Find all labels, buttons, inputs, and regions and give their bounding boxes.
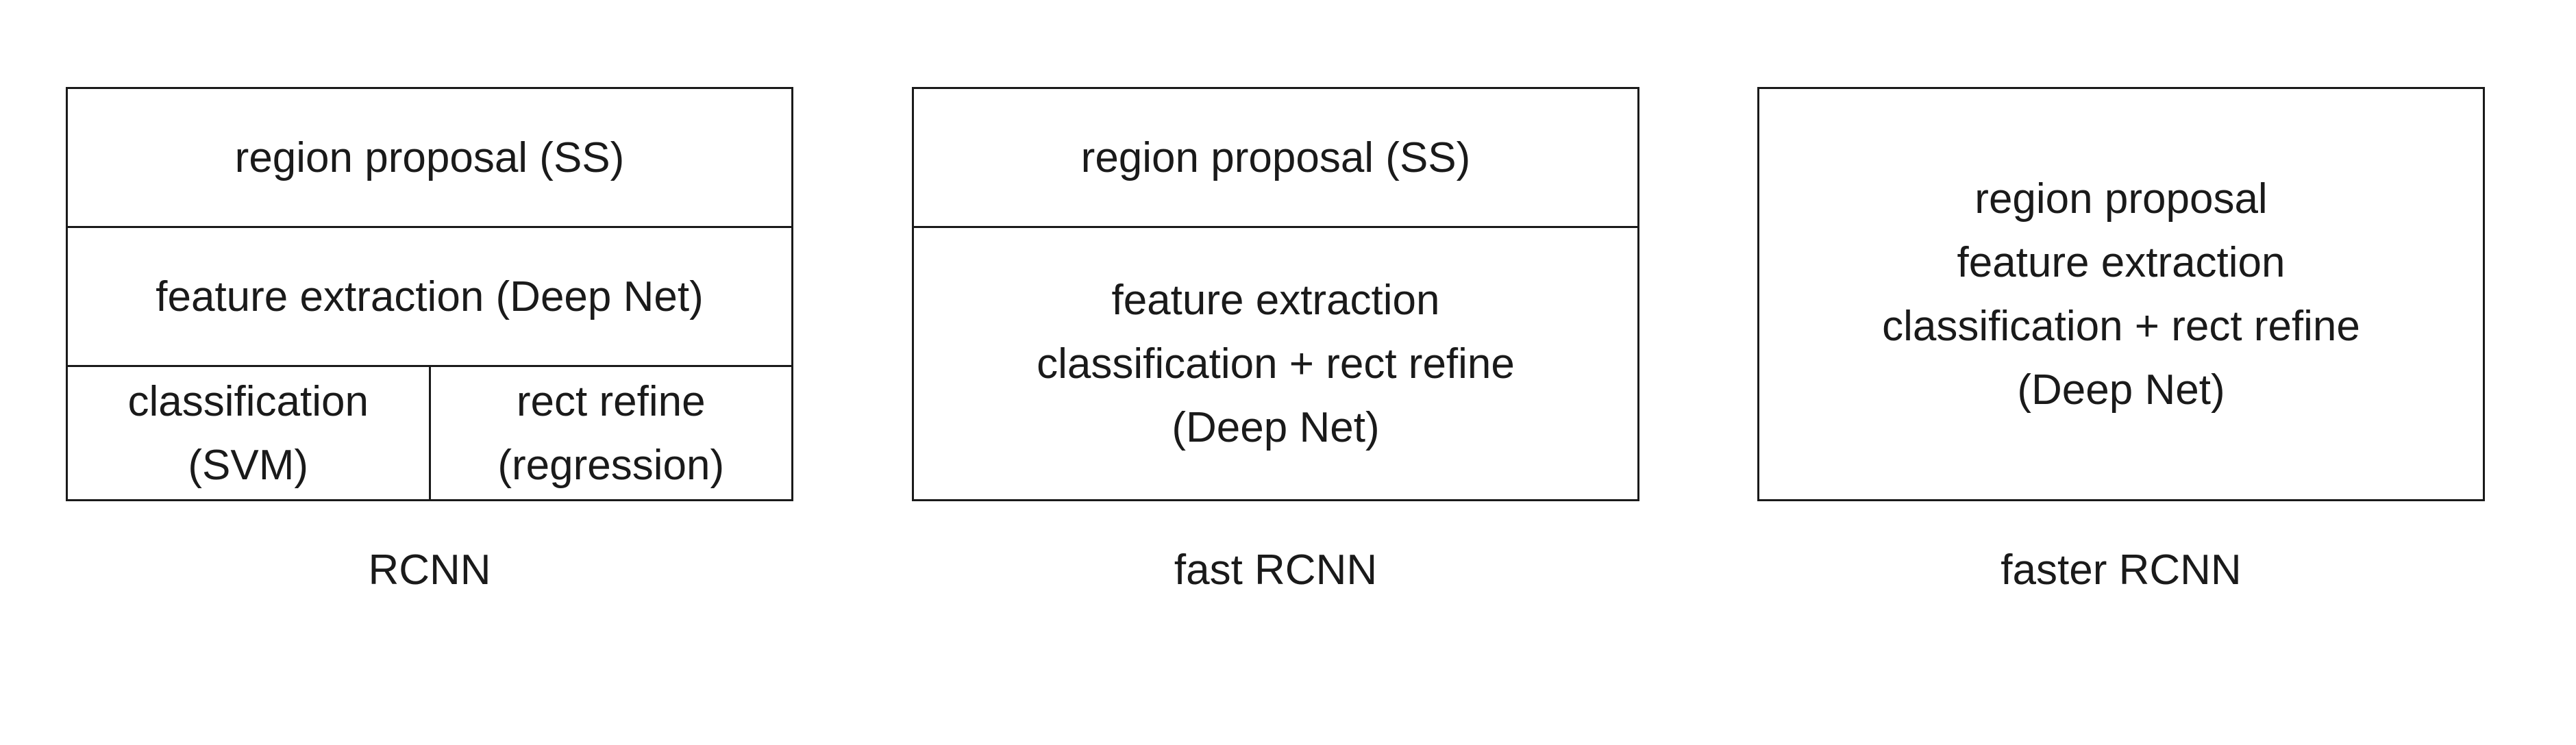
faster-rcnn-body-line-2: feature extraction [1957,238,2286,286]
faster-rcnn-body-line-3: classification + rect refine [1882,302,2360,350]
rcnn-classification-line-2: (SVM) [188,441,309,489]
faster-rcnn-caption: faster RCNN [2001,546,2242,594]
fast-rcnn-box: region proposal (SS) feature extraction … [912,87,1639,501]
rcnn-diagram: region proposal (SS) feature extraction … [66,87,793,596]
fast-rcnn-body-line-3: (Deep Net) [1172,403,1380,451]
fast-rcnn-caption: fast RCNN [1174,546,1378,594]
rcnn-region-proposal-label: region proposal (SS) [234,134,625,181]
fast-rcnn-body-line-2: classification + rect refine [1037,340,1515,388]
rcnn-rect-refine-line-1: rect refine [516,377,706,425]
rcnn-bottom-row: classification (SVM) rect refine (regres… [68,367,791,499]
faster-rcnn-diagram: region proposal feature extraction class… [1757,87,2485,596]
rcnn-classification-line-1: classification [127,377,369,425]
rcnn-feature-extraction-label: feature extraction (Deep Net) [156,273,704,320]
fast-rcnn-region-proposal-cell: region proposal (SS) [914,89,1637,228]
faster-rcnn-body-line-4: (Deep Net) [2017,366,2225,414]
rcnn-rect-refine-cell: rect refine (regression) [431,367,792,499]
fast-rcnn-region-proposal-label: region proposal (SS) [1080,134,1471,181]
rcnn-caption: RCNN [368,546,491,594]
rcnn-classification-cell: classification (SVM) [68,367,431,499]
fast-rcnn-diagram: region proposal (SS) feature extraction … [912,87,1639,596]
fast-rcnn-body-cell: feature extraction classification + rect… [914,228,1637,499]
faster-rcnn-body-line-1: region proposal [1974,175,2268,223]
faster-rcnn-body-cell: region proposal feature extraction class… [1759,89,2483,499]
rcnn-box: region proposal (SS) feature extraction … [66,87,793,501]
rcnn-feature-extraction-cell: feature extraction (Deep Net) [68,228,791,367]
rcnn-rect-refine-line-2: (regression) [497,441,725,489]
faster-rcnn-box: region proposal feature extraction class… [1757,87,2485,501]
rcnn-region-proposal-cell: region proposal (SS) [68,89,791,228]
fast-rcnn-body-line-1: feature extraction [1111,276,1440,324]
